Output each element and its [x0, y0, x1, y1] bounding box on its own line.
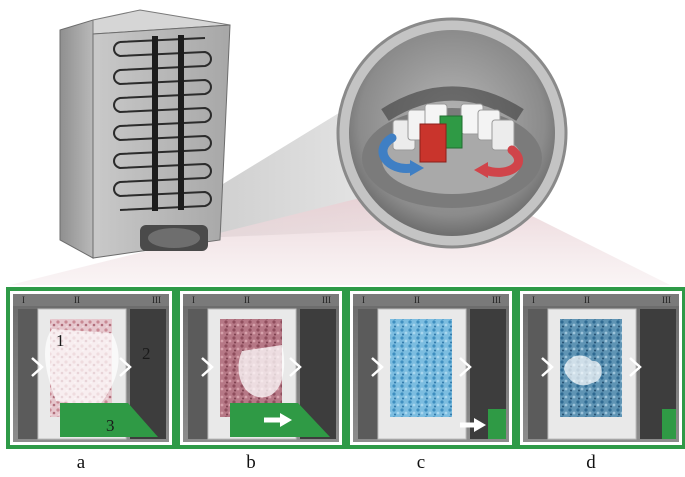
hot-fluid-arrow — [480, 145, 523, 177]
chamber-label-II: II — [74, 295, 80, 305]
chamber-label-I: I — [532, 295, 535, 305]
chamber-label-II: II — [414, 295, 420, 305]
panel-label-d: d — [586, 452, 596, 473]
chamber-label-II: II — [244, 295, 250, 305]
valve-chevron-icon — [289, 357, 302, 377]
chamber-label-I: I — [362, 295, 365, 305]
chamber-label-II: II — [584, 295, 590, 305]
valve-chevron-icon — [31, 357, 44, 377]
valve-chevron-icon — [201, 357, 214, 377]
magnet-block — [488, 409, 506, 439]
magnetocaloric-wheel — [392, 103, 515, 163]
valve-chevron-icon — [459, 357, 472, 377]
magnetocaloric-material — [390, 319, 452, 417]
valve-chevron-icon — [629, 357, 642, 377]
chamber-label-III: III — [492, 295, 501, 305]
red-magnet — [419, 123, 447, 163]
callout-number-3: 3 — [106, 416, 115, 435]
chamber-label-III: III — [322, 295, 331, 305]
callout-number-2: 2 — [142, 344, 151, 363]
callout-number-1: 1 — [56, 331, 65, 350]
panel-label-c: c — [416, 452, 426, 473]
heat-cloud — [44, 329, 119, 407]
heat-cloud — [564, 355, 602, 386]
chamber-label-III: III — [152, 295, 161, 305]
heat-cloud — [238, 345, 285, 398]
valve-chevron-icon — [541, 357, 554, 377]
valve-chevron-icon — [371, 357, 384, 377]
magnet-block — [662, 409, 676, 439]
valve-chevron-icon — [119, 357, 132, 377]
chamber-label-III: III — [662, 295, 671, 305]
cold-fluid-arrow — [378, 133, 417, 173]
panel-label-b: b — [246, 452, 256, 473]
magnet-block — [60, 403, 158, 437]
chamber-label-I: I — [22, 295, 25, 305]
chamber-label-I: I — [192, 295, 195, 305]
refrigerator-illustration — [59, 9, 231, 259]
panel-label-a: a — [76, 452, 86, 473]
